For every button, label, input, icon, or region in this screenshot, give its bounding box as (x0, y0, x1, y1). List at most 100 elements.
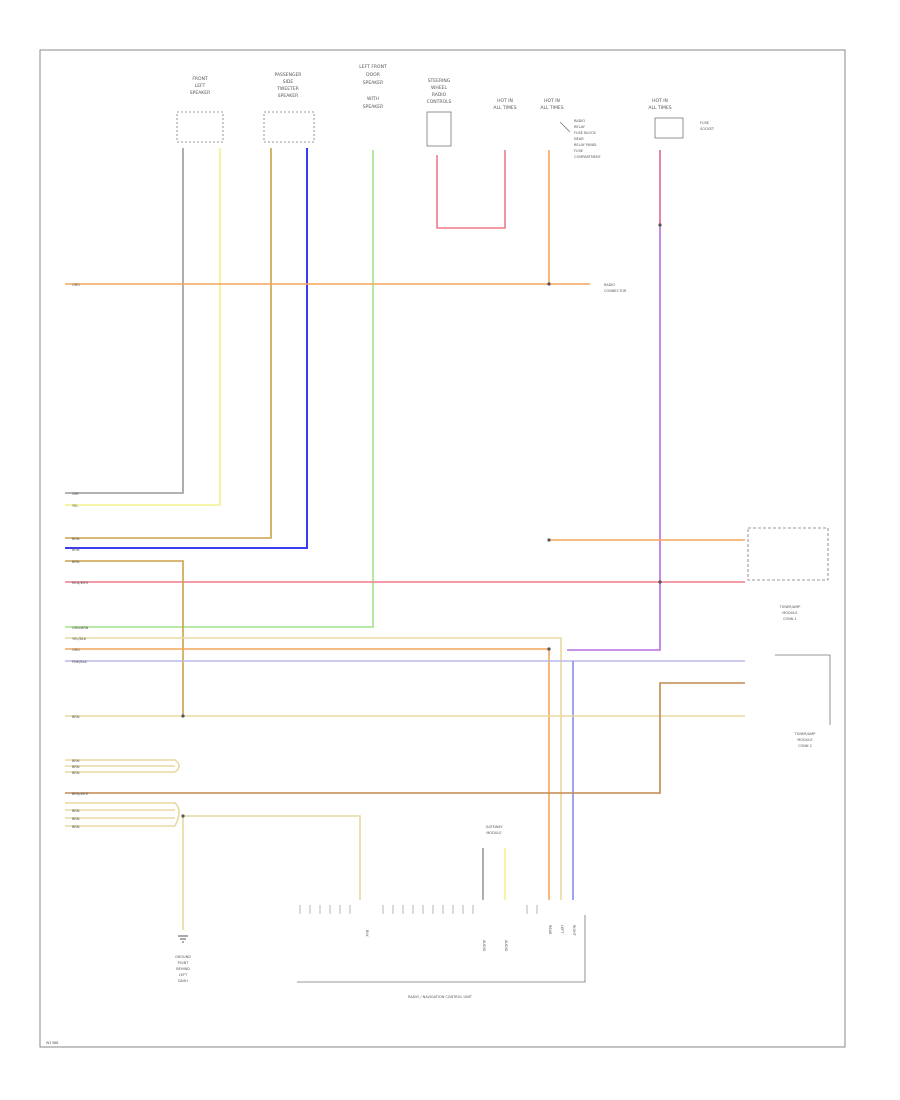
label-c2-4: SPEAKER (278, 93, 298, 99)
pin-label-5: BLK (365, 930, 369, 937)
pin-label-2: REAR (548, 925, 552, 935)
wl-6: RED/WHT (72, 581, 90, 585)
label-amp2-1: TUNER/AMP (794, 732, 816, 736)
component-left-speaker: FRONT LEFT SPEAKER (176, 76, 224, 143)
label-rad-1: RADIO (604, 283, 615, 287)
label-gw-2: MODULE (486, 831, 501, 835)
label-amp1-3: CONN 1 (783, 617, 797, 621)
splices (181, 223, 662, 818)
label-gw-1: GATEWAY (486, 825, 504, 829)
label-rad-2: CONNECTOR (604, 289, 627, 293)
wire-ground-run (183, 815, 361, 900)
label-c1-1: FRONT (192, 76, 208, 82)
label-c3-4: WITH (367, 96, 379, 102)
label-c3-2: DOOR (366, 72, 380, 78)
label-c5-2: ALL TIMES (493, 105, 516, 111)
label-c7-1: HOT IN (652, 98, 668, 104)
wl-15: BRN/WHT (72, 792, 90, 796)
label-ground-5: DASH (178, 979, 188, 983)
wl-7: GRN/BRN (72, 626, 89, 630)
label-c2-3: TWEETER (276, 86, 299, 92)
wl-2: YEL (72, 504, 78, 508)
label-relay-7: COMPARTMENT (574, 155, 602, 159)
label-c4-1: STEERING (428, 78, 451, 84)
label-c1-3: SPEAKER (190, 90, 210, 96)
label-c6-1: HOT IN (544, 98, 560, 104)
label-c3-5: SPEAKER (363, 104, 383, 110)
label-c6-2: ALL TIMES (540, 105, 563, 111)
label-amp2-3: CONN 2 (798, 744, 812, 748)
footer-code: W1368 (46, 1041, 58, 1045)
wl-18: BRN (72, 825, 80, 829)
pin-label-0: AUDIO (482, 940, 486, 952)
label-c5-1: HOT IN (497, 98, 513, 104)
wires (65, 148, 745, 930)
label-c4-3: RADIO (432, 92, 447, 98)
wl-13: BRN (72, 765, 80, 769)
wl-8: YEL/BLK (72, 637, 87, 641)
component-hot-3: HOT IN ALL TIMES FUSE SOCKET (648, 98, 715, 139)
pin-label-1: AUDIO (504, 940, 508, 952)
wire-green (65, 150, 374, 628)
component-gateway: GATEWAY MODULE (486, 825, 504, 835)
wl-9: ORG (72, 648, 80, 652)
pin-label-3: LEFT (560, 925, 564, 934)
wl-0: ORG (72, 283, 80, 287)
component-door-speaker: LEFT FRONT DOOR SPEAKER WITH SPEAKER (359, 64, 387, 110)
wire-yellow (65, 148, 221, 506)
component-hot-1: HOT IN ALL TIMES (493, 98, 516, 111)
wire-peach (65, 648, 550, 900)
label-c4-4: CONTROLS (427, 99, 452, 105)
label-amp2-2: MODULE (797, 738, 812, 742)
left-wire-labels: ORG GRY YEL BRN BRN BRN RED/WHT GRN/BRN … (72, 283, 90, 829)
label-ground-4: LEFT (179, 973, 188, 977)
wire-tan-2 (65, 560, 184, 716)
wl-12: BRN (72, 759, 80, 763)
component-tweeter: PASSENGER SIDE TWEETER SPEAKER (263, 72, 315, 143)
component-hot-2: HOT IN ALL TIMES RADIO RELAY FUSE BLOCK … (540, 98, 601, 159)
wl-10: PNK/BLK (72, 660, 88, 664)
label-c4-2: WHEEL (431, 85, 448, 91)
wire-bundle-4 (65, 802, 180, 827)
label-relay-2: RELAY (574, 125, 586, 129)
component-steering-controls: STEERING WHEEL RADIO CONTROLS (427, 78, 452, 147)
wl-14: BRN (72, 771, 80, 775)
component-radio-connector: RADIO CONNECTOR (604, 283, 627, 293)
label-bottom-module: RADIO / NAVIGATION CONTROL UNIT (408, 995, 473, 999)
wire-brown-2 (65, 682, 745, 794)
wl-16: BRN (72, 809, 80, 813)
ground-point: GROUND POINT BEHIND LEFT DASH (175, 935, 191, 983)
label-fuse-1: FUSE (700, 121, 709, 125)
wire-purple (567, 150, 661, 651)
label-c3-1: LEFT FRONT (359, 64, 387, 70)
label-ground-2: POINT (178, 961, 190, 965)
wl-1: GRY (72, 492, 80, 496)
label-amp1-1: TUNER/AMP (779, 605, 801, 609)
wire-red-loop (436, 150, 506, 229)
component-radio-nav-unit: RADIO / NAVIGATION CONTROL UNIT AUDIO AU… (297, 905, 586, 999)
label-ground-1: GROUND (175, 955, 191, 959)
component-amp-conn-2: TUNER/AMP MODULE CONN 2 (775, 654, 831, 748)
label-relay-5: RELAY PANEL (574, 143, 597, 147)
wire-tan-1 (65, 148, 272, 539)
bottom-pin-ticks (299, 905, 538, 914)
label-c7-2: ALL TIMES (648, 105, 671, 111)
wl-4: BRN (72, 548, 80, 552)
label-fuse-2: SOCKET (700, 127, 715, 131)
label-c2-2: SIDE (283, 79, 294, 85)
wl-17: BRN (72, 817, 80, 821)
wire-blue (65, 148, 308, 549)
wire-bundle-1 (65, 759, 180, 773)
wl-5: BRN (72, 560, 80, 564)
label-c3-3: SPEAKER (363, 80, 383, 86)
label-amp1-2: MODULE (782, 611, 797, 615)
label-relay-4: NEAR (574, 137, 584, 141)
diagram-frame (39, 49, 846, 1048)
label-relay-3: FUSE BLOCK (574, 131, 597, 135)
wl-11: BRN (72, 715, 80, 719)
label-relay-1: RADIO (574, 119, 585, 123)
label-ground-3: BEHIND (176, 967, 190, 971)
label-relay-6: FUSE (574, 149, 583, 153)
wl-3: BRN (72, 537, 80, 541)
